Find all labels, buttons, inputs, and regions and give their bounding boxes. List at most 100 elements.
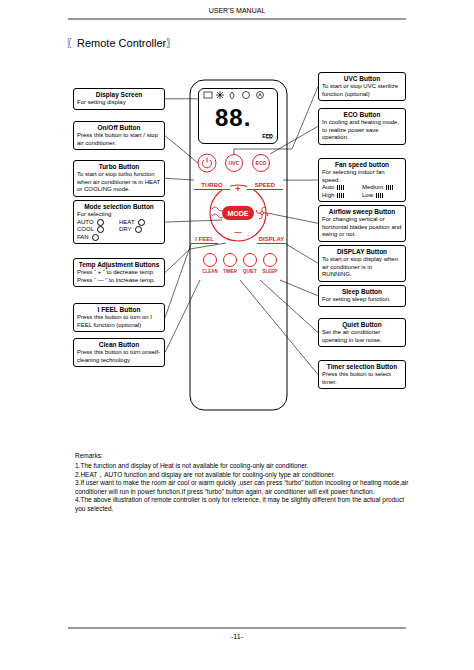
leader-line bbox=[240, 280, 318, 375]
box-text: Press this button to select timer. bbox=[322, 371, 402, 386]
button-label: SPEED bbox=[255, 182, 275, 188]
box-heading: I FEEL Button bbox=[77, 306, 161, 314]
callout-box: Airflow sweep ButtonFor changing vertica… bbox=[318, 205, 406, 242]
box-text: To start or stop UVC sterilize function … bbox=[322, 83, 402, 98]
option-icon bbox=[337, 185, 345, 190]
leader-line bbox=[165, 136, 198, 163]
leader-line bbox=[286, 244, 318, 263]
option-icon bbox=[97, 219, 104, 226]
button-label: QUIET bbox=[236, 269, 264, 274]
option-item: HEAT bbox=[119, 219, 161, 227]
box-heading: Temp Adjustment Buttons bbox=[77, 261, 161, 269]
screen-digits: 88. bbox=[215, 104, 251, 132]
option-text: Auto bbox=[322, 184, 334, 192]
option-item: DRY bbox=[119, 226, 161, 234]
callout-box: ECO ButtonIn cooling and heating mode, t… bbox=[318, 108, 406, 145]
remark-note: 3.If user want to make the room air cool… bbox=[75, 479, 410, 496]
option-item: Low bbox=[362, 192, 402, 200]
leader-line bbox=[280, 280, 318, 296]
option-icon bbox=[135, 226, 142, 233]
remark-note: 2.HEAT，AUTO function and display are not… bbox=[75, 471, 410, 479]
option-item: FAN bbox=[77, 234, 119, 242]
option-text: FAN bbox=[77, 234, 89, 242]
small-button: CLEAN bbox=[200, 252, 220, 280]
box-heading: ECO Button bbox=[322, 111, 402, 119]
callout-box: Timer selection ButtonPress this button … bbox=[318, 360, 406, 389]
page-title: 〖Remote Controller〗 bbox=[66, 36, 177, 51]
button-label: SLEEP bbox=[256, 269, 284, 274]
leader-line bbox=[165, 178, 194, 180]
box-heading: UVC Button bbox=[322, 75, 402, 83]
option-icon bbox=[376, 193, 384, 198]
option-list: AUTO HEATCOOLDRY FAN bbox=[77, 219, 161, 242]
option-item: COOL bbox=[77, 226, 119, 234]
callout-box: UVC ButtonTo start or stop UVC sterilize… bbox=[318, 72, 406, 101]
option-text: AUTO bbox=[77, 219, 94, 227]
box-text: For setting sleep function. bbox=[322, 296, 402, 304]
box-text: Press “ + ” to decrease temp. Press “ — … bbox=[77, 269, 161, 284]
remote-button: TURBO bbox=[194, 180, 230, 190]
callout-box: Turbo ButtonTo start or stop turbo funct… bbox=[73, 160, 165, 197]
callout-box: I FEEL ButtonPress this button to turn o… bbox=[73, 303, 165, 332]
callout-box: Fan speed buttonFor selecting indoor fan… bbox=[318, 158, 406, 202]
option-text: Medium bbox=[362, 184, 383, 192]
callout-box: Display ScreenFor setting display bbox=[73, 88, 165, 110]
option-text: High bbox=[322, 192, 334, 200]
option-icon bbox=[92, 234, 99, 241]
callout-box: Temp Adjustment ButtonsPress “ + ” to de… bbox=[73, 258, 165, 287]
box-text: In cooling and heating mode, to realize … bbox=[322, 119, 402, 142]
option-item: Auto bbox=[322, 184, 362, 192]
round-button: UVC bbox=[225, 154, 243, 172]
button-label: UVC bbox=[229, 160, 240, 166]
screen-icon-text: ECO bbox=[262, 133, 273, 139]
key-symbol: — bbox=[228, 228, 248, 235]
leader-line bbox=[260, 280, 318, 333]
button-label: ECO bbox=[256, 160, 267, 166]
button-label: CLEAN bbox=[196, 269, 224, 274]
callout-box: Mode selection ButtonFor selectingAUTOHE… bbox=[73, 200, 165, 244]
button-label: DISPLAY bbox=[259, 236, 284, 242]
button-circle bbox=[203, 253, 217, 267]
display-screen: 88. ECO bbox=[198, 88, 278, 144]
remote-button: DISPLAY bbox=[257, 234, 286, 244]
button-label: TIMER bbox=[216, 269, 244, 274]
box-text: Set the air conditioner operating in low… bbox=[322, 329, 402, 344]
leader-line bbox=[267, 213, 318, 223]
small-button: SLEEP bbox=[260, 252, 280, 280]
remote-button: I FEEL bbox=[191, 234, 218, 244]
button-circle bbox=[263, 253, 277, 267]
box-heading: Fan speed button bbox=[322, 161, 402, 169]
box-heading: Airflow sweep Button bbox=[322, 208, 402, 216]
option-list: Auto MediumHigh Low bbox=[322, 184, 402, 199]
remote-button: SPEED bbox=[247, 180, 283, 190]
callout-box: Sleep ButtonFor setting sleep function. bbox=[318, 285, 406, 307]
remarks-block: Remarks:1.The function and display of He… bbox=[75, 452, 410, 513]
box-text: Press this button to turn onself-cleanin… bbox=[77, 349, 161, 364]
box-heading: Quiet Button bbox=[322, 321, 402, 329]
leader-line bbox=[165, 220, 222, 222]
box-heading: Clean Button bbox=[77, 341, 161, 349]
mode-button: MODE bbox=[222, 206, 254, 220]
small-button: QUIET bbox=[240, 252, 260, 280]
callout-box: DISPLAY ButtonTo start or stop display w… bbox=[318, 245, 406, 282]
leader-line bbox=[165, 98, 198, 99]
option-icon bbox=[337, 193, 345, 198]
box-heading: On/Off Button bbox=[77, 124, 161, 132]
option-item: AUTO bbox=[77, 219, 119, 227]
leader-line bbox=[165, 243, 226, 273]
box-heading: Display Screen bbox=[77, 91, 161, 99]
remark-note: 1.The function and display of Heat is no… bbox=[75, 462, 410, 470]
option-text: HEAT bbox=[119, 219, 135, 227]
button-label: MODE bbox=[228, 210, 249, 217]
option-item: Medium bbox=[362, 184, 402, 192]
page-number: -11- bbox=[0, 633, 474, 640]
button-label: TURBO bbox=[201, 182, 222, 188]
option-icon bbox=[138, 219, 145, 226]
button-label: I FEEL bbox=[195, 236, 214, 242]
box-text: Press this button to start / stop air co… bbox=[77, 132, 161, 147]
box-text: For setting display bbox=[77, 99, 161, 107]
page-header: USER'S MANUAL bbox=[0, 7, 474, 14]
option-text: DRY bbox=[119, 226, 132, 234]
box-heading: Turbo Button bbox=[77, 163, 161, 171]
